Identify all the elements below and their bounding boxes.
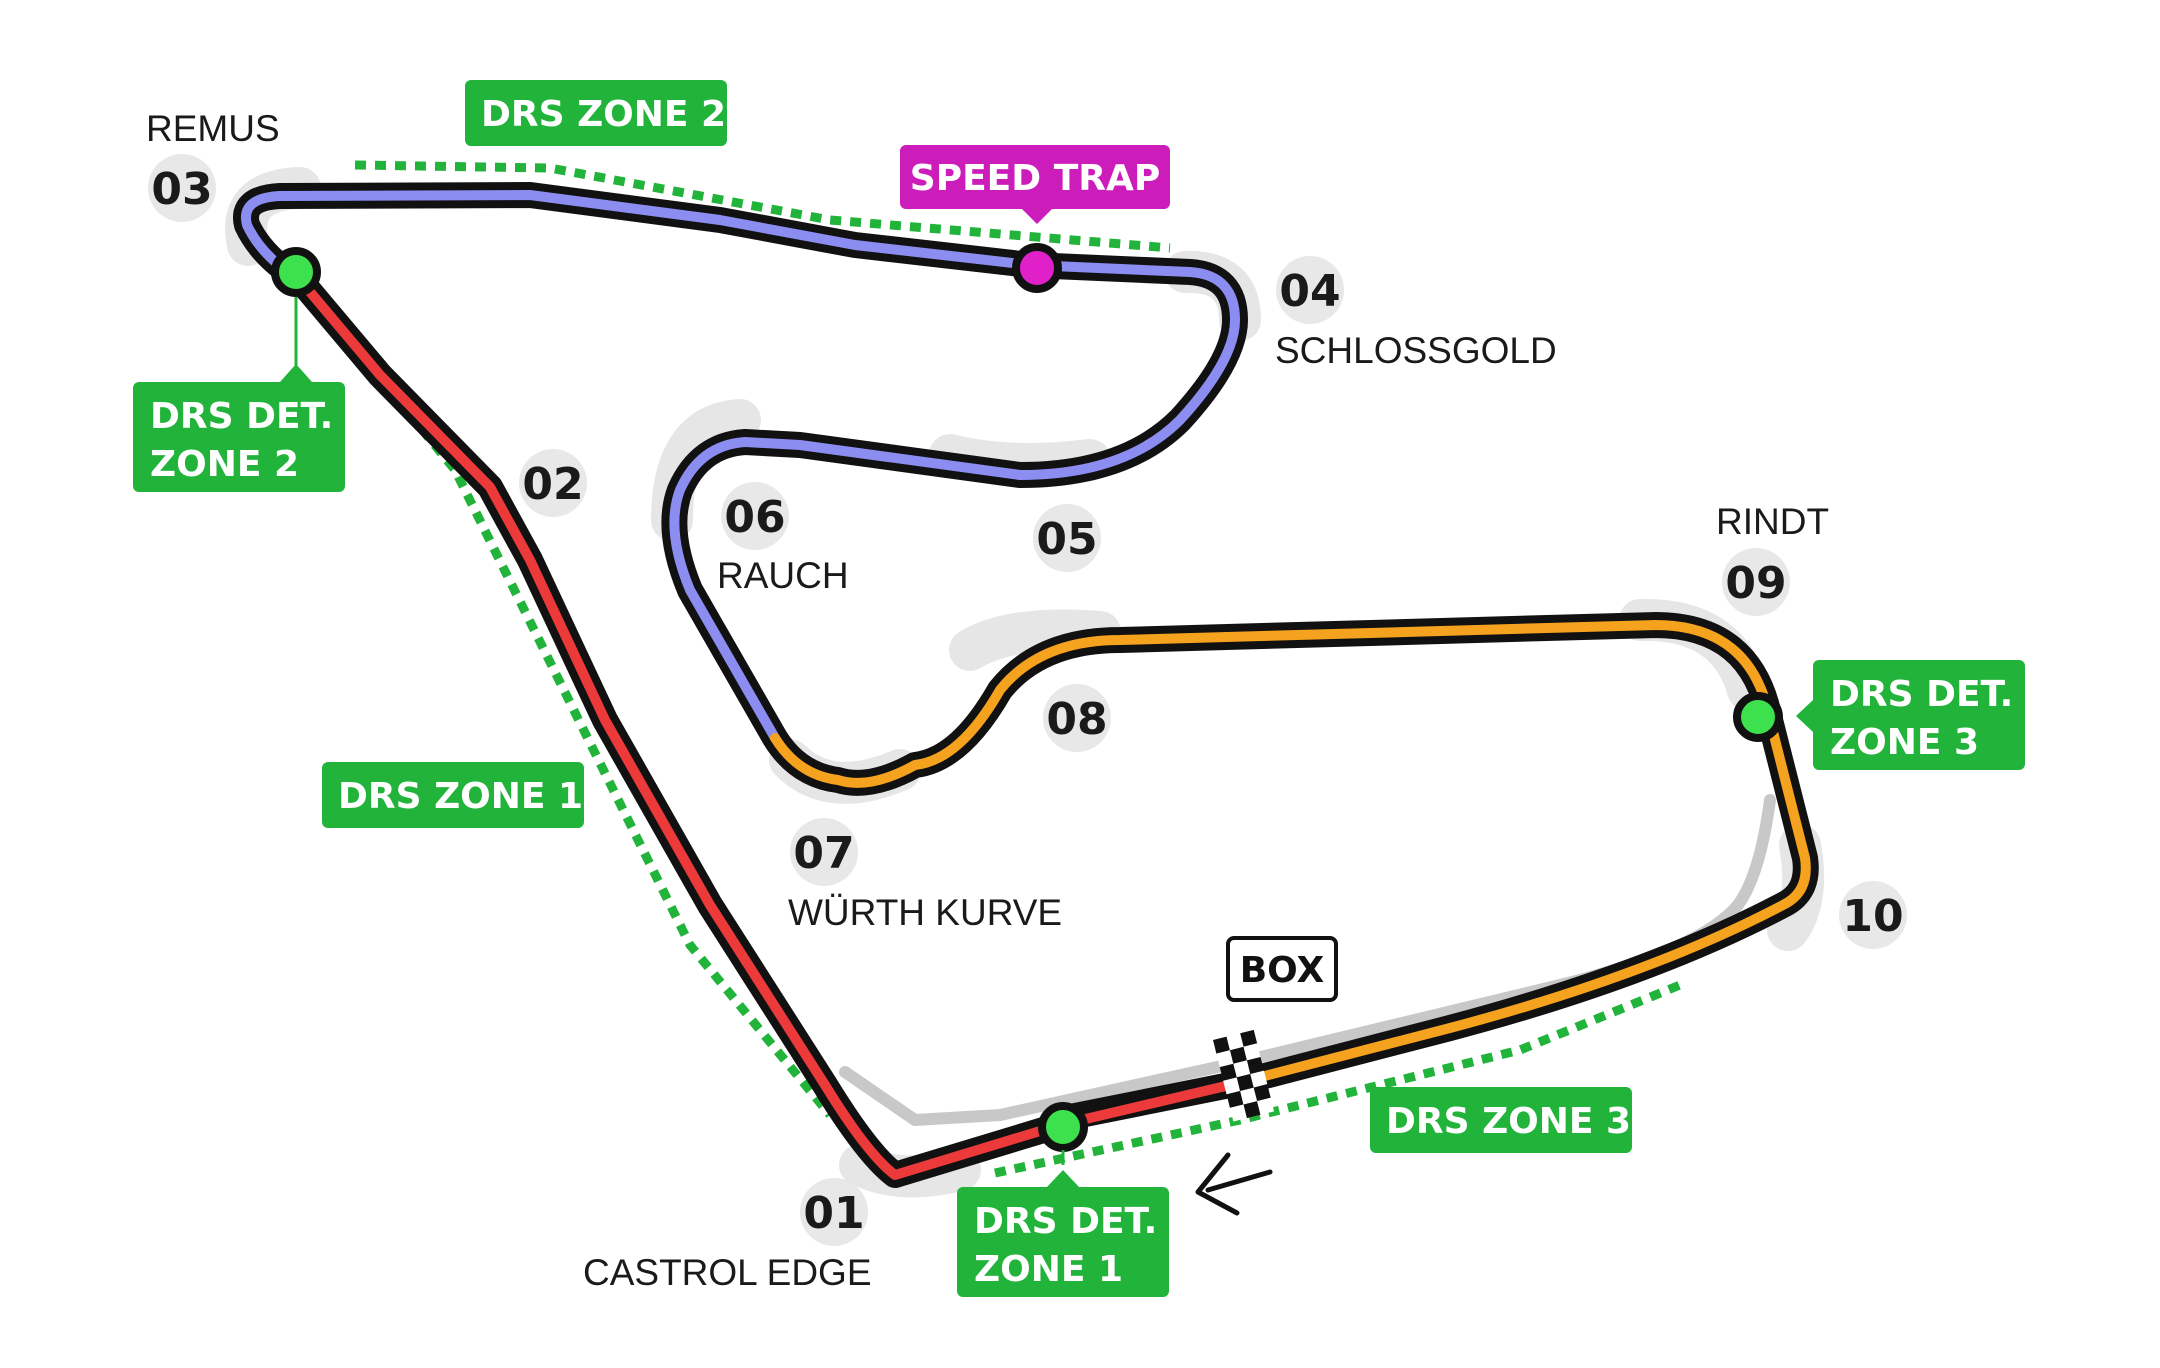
svg-text:ZONE 2: ZONE 2 — [150, 444, 299, 485]
svg-text:DRS ZONE 3: DRS ZONE 3 — [1386, 1101, 1631, 1142]
arrow-left-icon — [1195, 1152, 1273, 1216]
corner-number-02: 02 — [522, 459, 583, 510]
corner-name-06: RAUCH — [717, 555, 849, 596]
corner-number-05: 05 — [1036, 514, 1097, 565]
speed-trap-dot — [1012, 243, 1062, 293]
sector-1 — [295, 275, 1235, 1180]
pit-box-label: BOX — [1226, 936, 1338, 1002]
corner-name-09: RINDT — [1716, 501, 1829, 542]
drs-detection-dot-zone-3 — [1733, 692, 1783, 742]
sector-2 — [241, 190, 1240, 743]
track-outline — [233, 182, 1819, 1188]
drs-zone-3-label: DRS ZONE 3 — [1370, 1087, 1632, 1153]
drs-zone-3-line — [994, 980, 1682, 1178]
corner-number-01: 01 — [803, 1188, 864, 1239]
drs-zone-2-line — [354, 160, 1171, 253]
corner-number-08: 08 — [1046, 694, 1107, 745]
corner-number-06: 06 — [724, 492, 785, 543]
corner-badges — [148, 154, 1907, 1246]
corner-name-03: REMUS — [146, 108, 280, 149]
corner-name-04: SCHLOSSGOLD — [1275, 330, 1557, 371]
drs-detection-markers — [271, 247, 1783, 1165]
drs-zone-1-label: DRS ZONE 1 — [322, 762, 584, 828]
checkered-flag-icon — [1213, 1029, 1275, 1122]
drs-detection-zone-2-label: DRS DET. ZONE 2 — [133, 364, 345, 492]
svg-text:SPEED TRAP: SPEED TRAP — [910, 158, 1160, 199]
track-sectors — [241, 190, 1811, 1180]
corner-number-07: 07 — [793, 828, 854, 879]
svg-text:DRS ZONE 2: DRS ZONE 2 — [481, 94, 726, 135]
svg-text:DRS DET.: DRS DET. — [150, 396, 333, 437]
sector-3 — [770, 620, 1811, 1090]
drs-detection-dot-zone-2 — [271, 247, 321, 297]
corner-number-04: 04 — [1279, 266, 1340, 317]
drs-detection-zone-3-label: DRS DET. ZONE 3 — [1796, 660, 2025, 770]
drs-detection-dot-zone-1 — [1038, 1102, 1088, 1152]
corner-name-07: WÜRTH KURVE — [788, 892, 1062, 933]
svg-text:DRS ZONE 1: DRS ZONE 1 — [338, 776, 583, 817]
speed-trap-label: SPEED TRAP — [900, 145, 1170, 224]
svg-text:ZONE 1: ZONE 1 — [974, 1249, 1123, 1290]
svg-text:DRS DET.: DRS DET. — [1830, 674, 2013, 715]
corner-number-10: 10 — [1842, 891, 1903, 942]
corner-number-09: 09 — [1725, 558, 1786, 609]
corner-name-01: CASTROL EDGE — [583, 1252, 872, 1293]
svg-text:DRS DET.: DRS DET. — [974, 1201, 1157, 1242]
drs-detection-zone-1-label: DRS DET. ZONE 1 — [957, 1170, 1169, 1297]
drs-zone-2-label: DRS ZONE 2 — [465, 80, 727, 146]
svg-text:BOX: BOX — [1240, 950, 1325, 991]
corner-number-03: 03 — [151, 164, 212, 215]
drs-zone-lines — [304, 160, 1682, 1178]
svg-text:ZONE 3: ZONE 3 — [1830, 722, 1979, 763]
